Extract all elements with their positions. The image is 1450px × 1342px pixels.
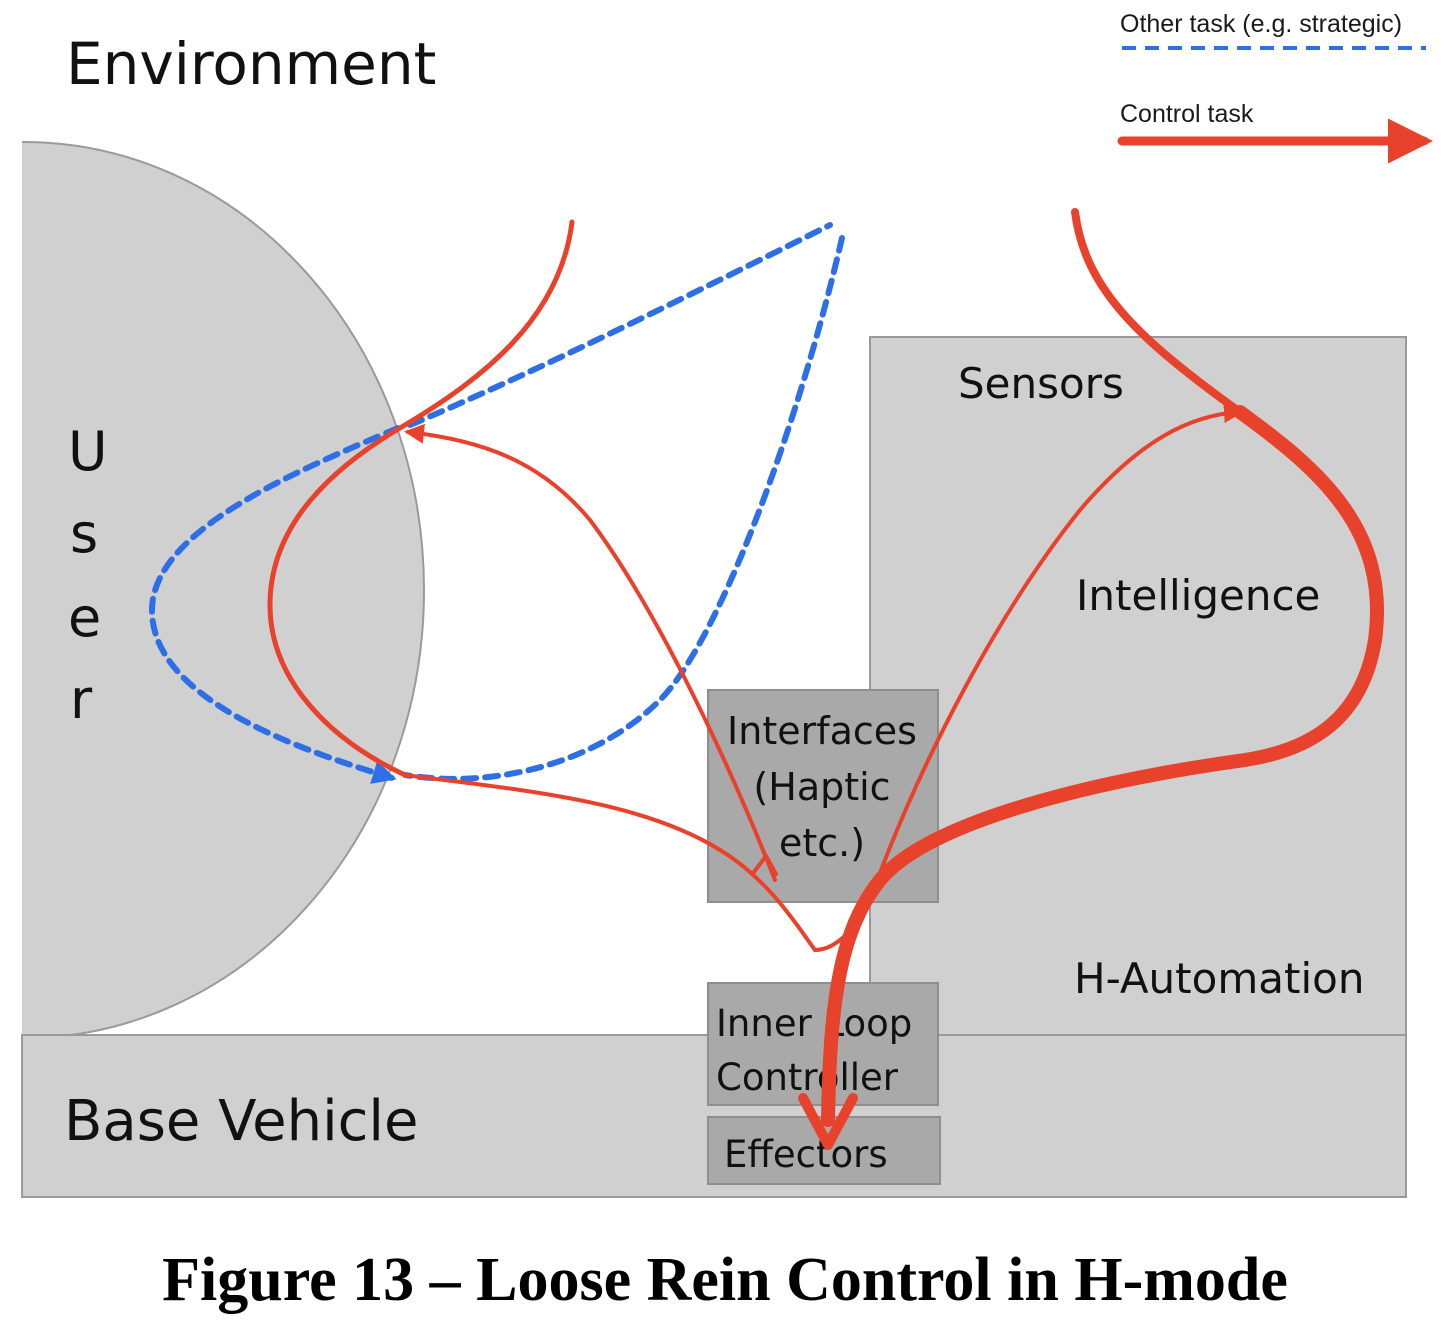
effectors-box	[707, 1116, 941, 1185]
control-intelligence-loop	[821, 405, 1384, 1127]
control-effectors-arrowhead	[798, 1093, 858, 1150]
base-vehicle-label: Base Vehicle	[64, 1089, 418, 1154]
other-task-left-path	[148, 425, 401, 784]
interfaces-label-line1: Interfaces	[727, 709, 917, 753]
interfaces-label-line2: (Haptic	[753, 765, 890, 809]
control-interfaces-arrowhead	[752, 854, 778, 876]
sensors-label: Sensors	[958, 359, 1124, 408]
legend-other-task-label: Other task (e.g. strategic)	[1120, 10, 1402, 38]
user-letter-s: s	[70, 502, 98, 565]
user-region	[22, 141, 425, 1035]
other-task-right-path	[402, 235, 845, 782]
control-top-left-curve	[402, 219, 575, 428]
h-automation-label: H-Automation	[1074, 954, 1364, 1003]
control-user-lower-to-interfaces	[403, 773, 872, 953]
legend-control-task-label: Control task	[1120, 100, 1254, 128]
figure-caption: Figure 13 – Loose Rein Control in H-mode	[162, 1246, 1288, 1314]
control-interfaces-to-user-upper	[404, 423, 777, 882]
inner-loop-label-line2: Controller	[716, 1056, 899, 1099]
intelligence-label: Intelligence	[1076, 571, 1320, 620]
user-letter-r: r	[70, 668, 93, 731]
other-task-upper-path	[407, 222, 833, 428]
h-automation-block	[869, 336, 1407, 1038]
control-user-inner-loop	[267, 422, 408, 778]
effectors-label: Effectors	[724, 1133, 888, 1176]
user-letter-e: e	[68, 586, 101, 649]
inner-loop-controller-box	[707, 982, 939, 1106]
inner-loop-label-line1: Inner Loop	[716, 1002, 912, 1045]
user-letter-u: U	[68, 420, 108, 483]
environment-label: Environment	[66, 30, 436, 98]
control-top-right-curve	[1071, 208, 1244, 416]
interfaces-label-line3: etc.)	[779, 821, 865, 865]
control-interfaces-to-sensors	[868, 402, 1244, 902]
